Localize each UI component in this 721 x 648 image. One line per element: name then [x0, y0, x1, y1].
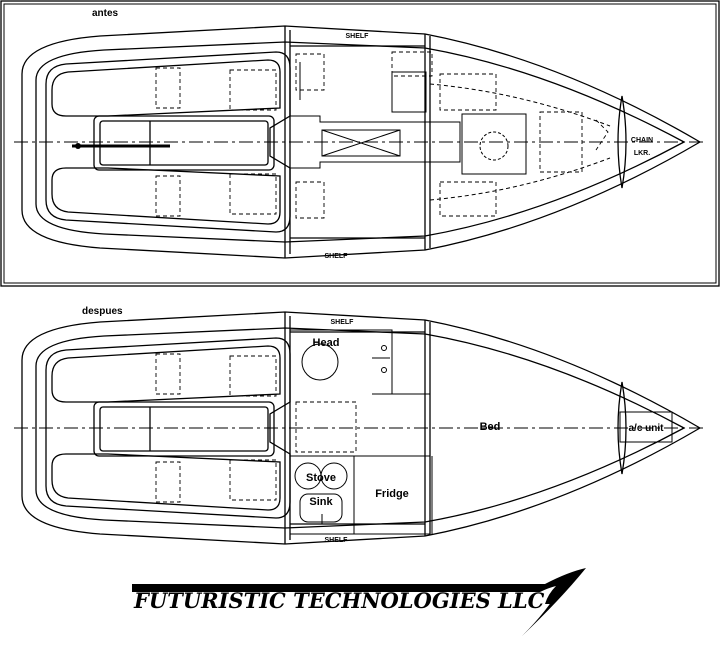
rudder-post-icon: [75, 143, 81, 149]
company-logo: FUTURISTIC TECHNOLOGIES LLC: [132, 568, 586, 636]
bed-label: Bed: [480, 421, 501, 433]
toilet-circle: [479, 131, 509, 161]
chain-locker-label-line2: LKR.: [634, 150, 650, 157]
panel-frame-inner: [3, 3, 717, 284]
logo-text: FUTURISTIC TECHNOLOGIES LLC: [133, 588, 545, 613]
logo-swoosh-tail: [522, 568, 586, 636]
ac-unit-box: [619, 411, 673, 443]
logo-swoosh-top: [132, 568, 586, 604]
head-toilet-circle: [301, 343, 339, 381]
panel-frame: [0, 0, 720, 287]
before-hull-plan: SHELF SHELF CHAIN LKR.: [13, 25, 707, 260]
head-label: Head: [313, 337, 340, 349]
before-title: antes: [92, 8, 119, 19]
shelf-label-bottom: SHELF: [325, 253, 349, 260]
after-hull-plan: SHELF SHELF Head Bed a/c unit Stove Sink…: [13, 311, 707, 545]
fridge-label: Fridge: [375, 488, 409, 500]
table-outline: [321, 129, 401, 157]
sink-label: Sink: [309, 496, 333, 508]
after-panel: despues: [13, 306, 707, 545]
chain-locker-label-line1: CHAIN: [631, 137, 653, 144]
before-panel: antes: [0, 0, 720, 287]
shelf-label-top: SHELF: [331, 319, 355, 326]
fridge-box: [353, 455, 431, 535]
stove-burner-right: [320, 462, 348, 490]
after-title: despues: [82, 306, 123, 317]
shelf-label-bottom: SHELF: [325, 537, 349, 544]
sink-basin: [299, 493, 343, 523]
shelf-label-top: SHELF: [346, 33, 370, 40]
toilet-area: [461, 113, 527, 175]
stove-label: Stove: [306, 472, 336, 484]
ac-unit-label: a/c unit: [628, 423, 664, 434]
